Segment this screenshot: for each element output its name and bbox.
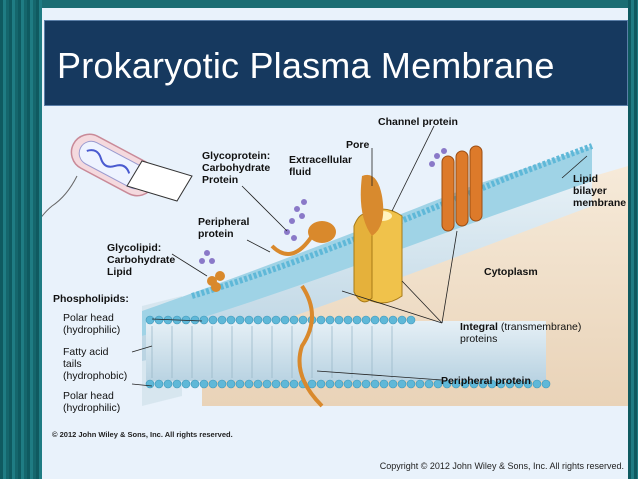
title-bar: Prokaryotic Plasma Membrane (44, 20, 628, 106)
carbohydrate-chains (199, 148, 447, 264)
label-extracellular-fluid: Extracellular fluid (289, 154, 353, 178)
label-peripheral-protein-bottom: Peripheral protein (441, 375, 531, 387)
label-glycolipid: Glycolipid: Carbohydrate Lipid (107, 242, 176, 278)
leader-lines (131, 125, 588, 387)
label-pore: Pore (346, 139, 370, 151)
label-polar-head-bottom: Polar head (hydrophilic) (63, 390, 121, 414)
slide-copyright: Copyright © 2012 John Wiley & Sons, Inc.… (379, 461, 624, 471)
label-integral-proteins: Integral (transmembrane) proteins (460, 321, 581, 345)
front-tails (146, 321, 546, 381)
polar-heads-top (145, 315, 416, 325)
label-integral-bold: Integral (460, 321, 498, 333)
bacterium-flagellum (42, 175, 78, 218)
label-cytoplasm: Cytoplasm (484, 266, 538, 278)
polar-heads-bottom (145, 379, 551, 389)
figure-copyright: © 2012 John Wiley & Sons, Inc. All right… (52, 430, 233, 439)
glycolipid (207, 271, 225, 292)
left-stripe-decoration (0, 0, 42, 479)
peripheral-protein-upper (308, 221, 336, 243)
peripheral-protein-chain (270, 234, 314, 256)
integral-helix-protein (441, 145, 483, 232)
label-peripheral-protein-top: Peripheral protein (198, 216, 250, 240)
label-lipid-bilayer: Lipid bilayer membrane (573, 173, 627, 209)
right-stripe-decoration (628, 0, 638, 479)
zoom-arrow (126, 160, 193, 202)
label-polar-head-top: Polar head (hydrophilic) (63, 312, 121, 336)
pore-protein (360, 174, 384, 236)
label-channel-protein: Channel protein (378, 116, 458, 128)
label-glycoprotein: Glycoprotein: Carbohydrate Protein (202, 150, 271, 186)
fatty-acid-tails (151, 326, 393, 378)
label-fatty-acid-tails: Fatty acid tails (hydrophobic) (63, 346, 128, 382)
membrane-top-edge (191, 143, 594, 299)
label-phospholipids: Phospholipids: (53, 293, 129, 305)
membrane-diagram (42, 125, 628, 408)
slide-title: Prokaryotic Plasma Membrane (57, 45, 555, 86)
label-integral-rest: (transmembrane) proteins (460, 321, 582, 345)
peripheral-protein-lower (297, 284, 324, 408)
